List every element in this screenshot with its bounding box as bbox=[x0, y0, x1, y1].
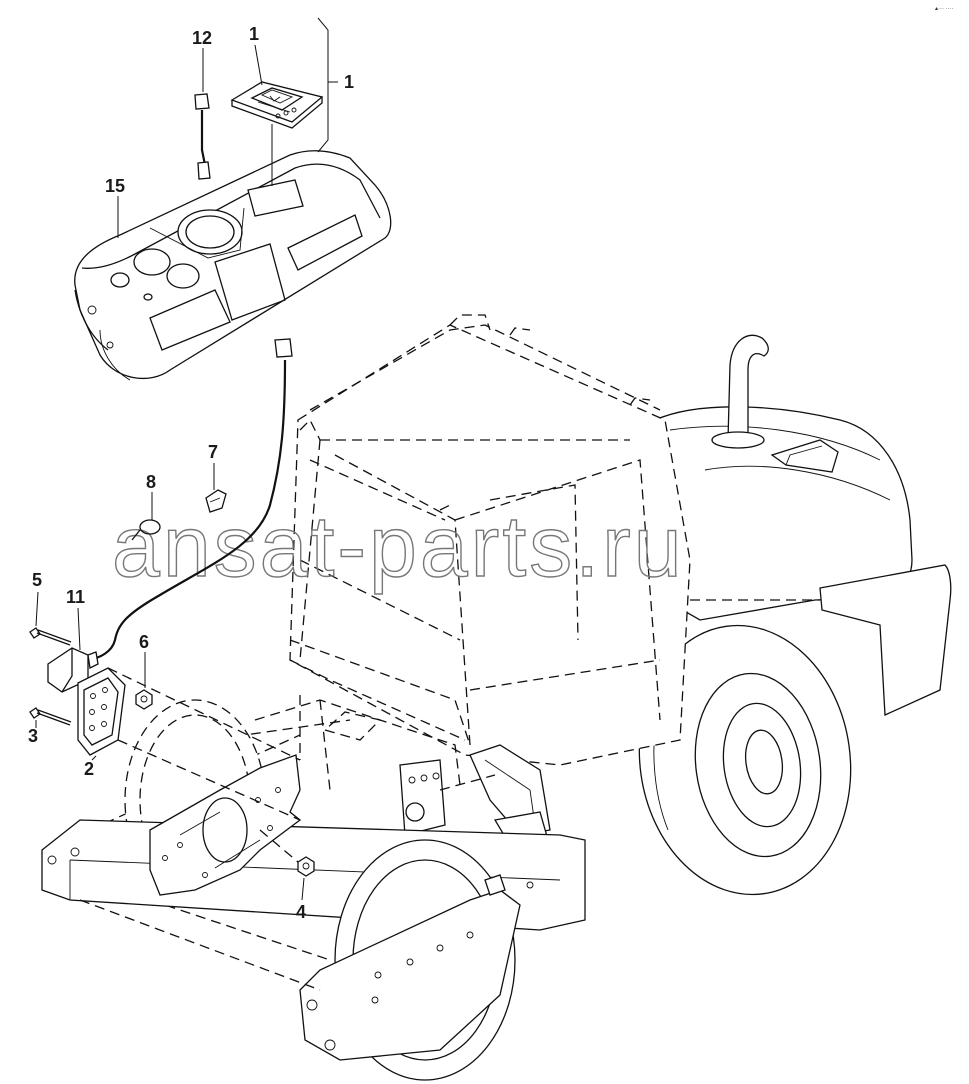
group-bracket bbox=[317, 17, 329, 153]
nut-lower bbox=[259, 829, 315, 901]
callout-11: 11 bbox=[66, 587, 85, 607]
sensor-cable bbox=[47, 338, 293, 693]
callout-12: 12 bbox=[192, 28, 212, 48]
callout-1-module: 1 bbox=[249, 24, 259, 44]
instrument-panel bbox=[74, 150, 392, 381]
roller-machine bbox=[41, 314, 952, 1081]
callout-3: 3 bbox=[28, 726, 38, 746]
connector-cable bbox=[194, 93, 211, 180]
screw-upper bbox=[29, 591, 72, 646]
nut-upper bbox=[135, 652, 153, 710]
corner-mark: ▴··· ···· bbox=[935, 6, 954, 12]
callout-5: 5 bbox=[32, 570, 42, 590]
display-module bbox=[230, 81, 324, 186]
screw-lower bbox=[29, 707, 72, 728]
callout-1-group: 1 bbox=[344, 72, 354, 92]
callout-8: 8 bbox=[146, 472, 156, 492]
clip bbox=[205, 463, 227, 513]
callout-15: 15 bbox=[105, 176, 125, 196]
callout-6: 6 bbox=[139, 632, 149, 652]
callout-2: 2 bbox=[84, 759, 94, 779]
cable-tie bbox=[131, 492, 161, 541]
callout-7: 7 bbox=[208, 442, 218, 462]
callout-4: 4 bbox=[296, 902, 306, 922]
operator-cab bbox=[289, 314, 691, 766]
front-drum bbox=[41, 699, 586, 1081]
rear-wheel bbox=[638, 624, 852, 896]
exhaust-pipe bbox=[727, 334, 769, 441]
watermark: ansat-parts.ru bbox=[112, 499, 685, 595]
bracket-plate bbox=[77, 667, 301, 821]
